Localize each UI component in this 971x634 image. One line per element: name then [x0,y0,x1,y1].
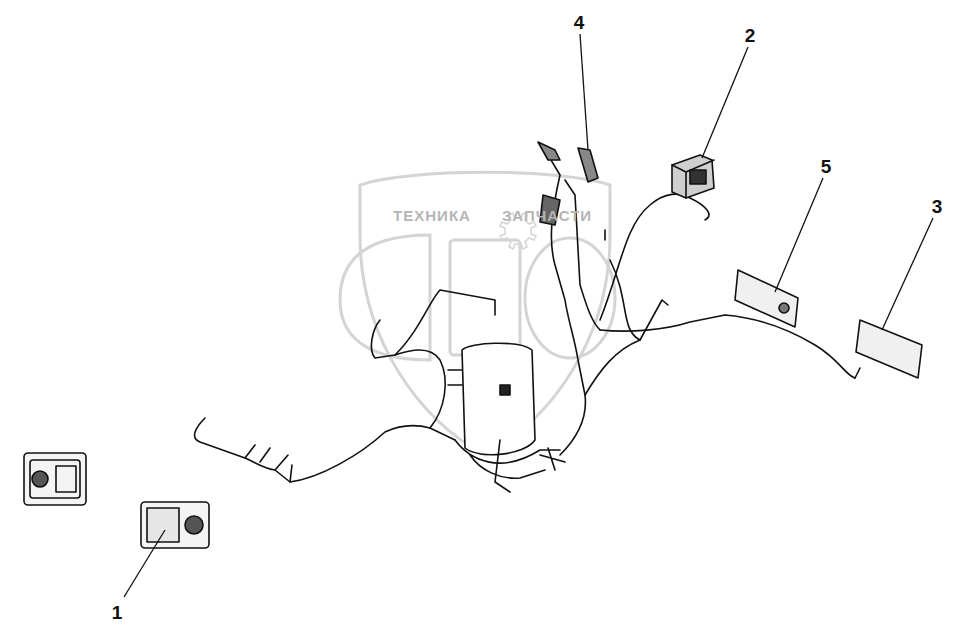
leader-lines [124,34,933,597]
wire-harness [195,418,455,482]
plate [856,320,922,378]
wire-harness [545,150,585,455]
watermark-shield [340,172,615,455]
callout-number: 2 [745,26,756,45]
lamp [141,502,209,548]
callout-number: 1 [112,603,123,622]
watermark: ЗАПЧАСТИ [502,208,592,223]
watermark: ТЕХНИКА [393,208,471,223]
callout-number: 3 [932,197,943,216]
lamp [24,453,86,505]
wire-harness [600,315,855,378]
callout-number: 4 [574,13,585,32]
reservoir [448,343,535,454]
plate [735,270,798,327]
callout-number: 5 [821,157,832,176]
relay [672,155,714,198]
